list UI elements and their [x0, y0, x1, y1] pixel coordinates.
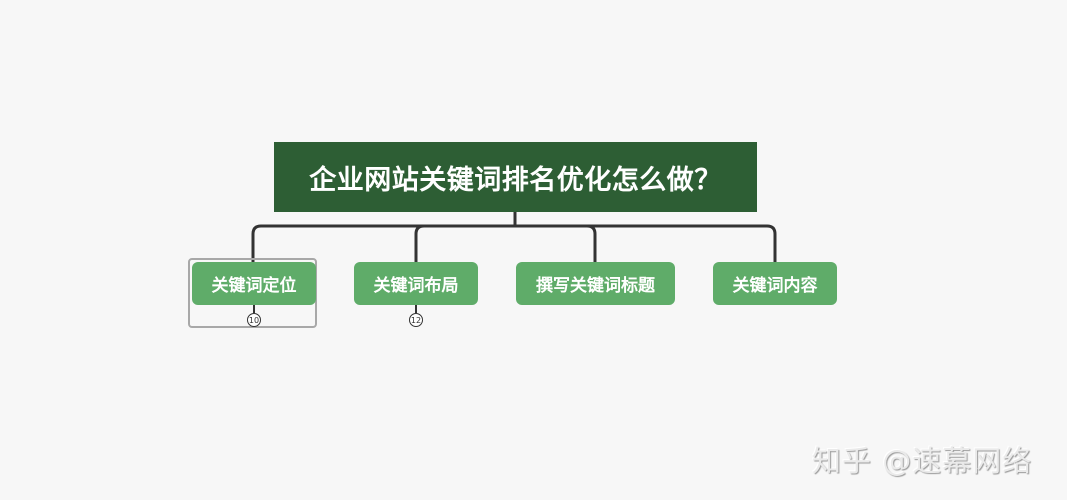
- child-topic-keyword-positioning[interactable]: 关键词定位: [192, 262, 316, 305]
- child-topic-keyword-layout[interactable]: 关键词布局: [354, 262, 478, 305]
- collapsed-count-badge[interactable]: 10: [247, 313, 261, 327]
- collapsed-count-badge[interactable]: 12: [409, 313, 423, 327]
- selection-outline: [188, 258, 317, 328]
- watermark: 知乎 @速幕网络: [812, 444, 1033, 478]
- root-topic[interactable]: 企业网站关键词排名优化怎么做？: [274, 142, 757, 212]
- child-topic-keyword-title[interactable]: 撰写关键词标题: [516, 262, 675, 305]
- child-topic-keyword-content[interactable]: 关键词内容: [713, 262, 837, 305]
